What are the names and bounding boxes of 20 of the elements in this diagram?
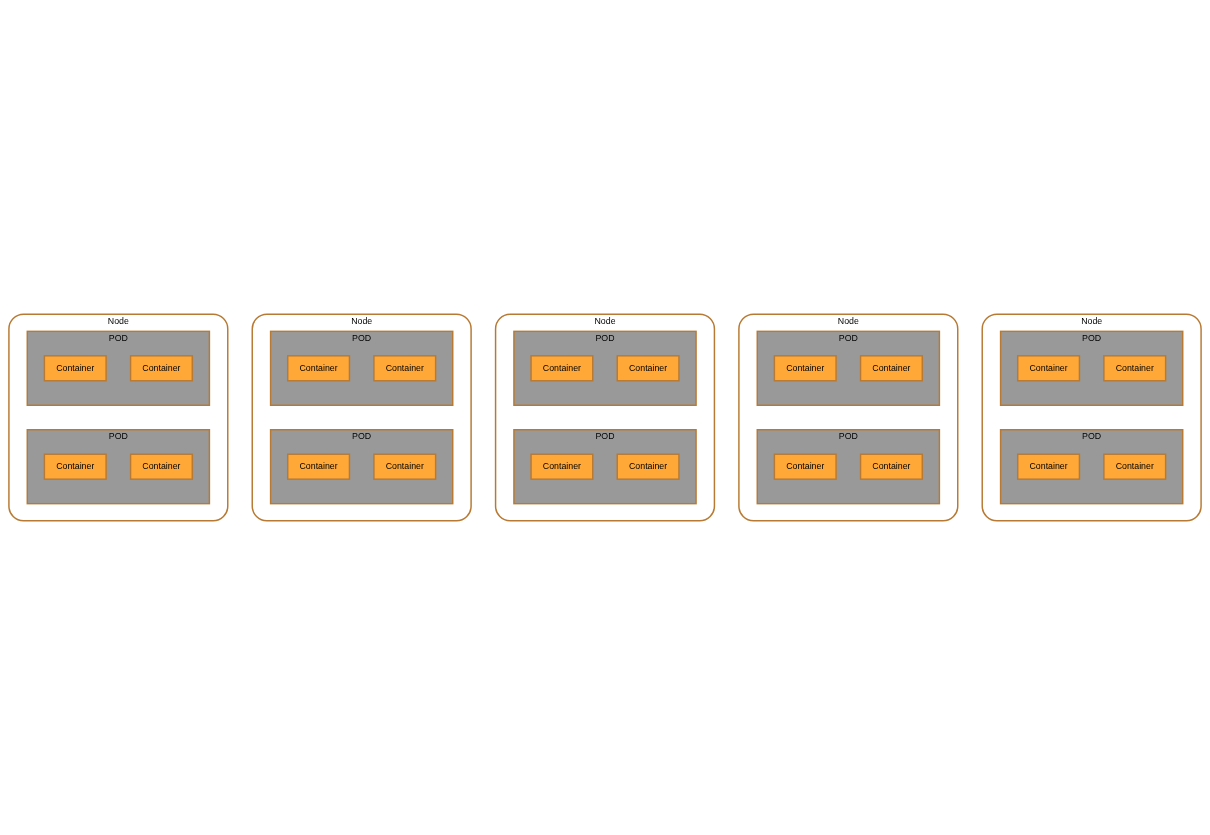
node-box: Container <box>859 355 923 382</box>
node-box: Container <box>373 453 437 480</box>
node-box: Container <box>773 355 837 382</box>
node-box: Container <box>773 453 837 480</box>
node-box: Container <box>129 453 193 480</box>
node-box: Container <box>373 355 437 382</box>
node-box: Container <box>43 453 107 480</box>
node-box: Container <box>1017 355 1081 382</box>
node-box: Container <box>616 453 680 480</box>
node-box: Container <box>530 355 594 382</box>
node-box: Container <box>1103 355 1167 382</box>
node-box: Container <box>616 355 680 382</box>
node-box: Container <box>129 355 193 382</box>
node-box: Container <box>1103 453 1167 480</box>
node-box: Container <box>1017 453 1081 480</box>
node-box: Container <box>530 453 594 480</box>
node-box: Container <box>43 355 107 382</box>
node-box: Container <box>287 453 351 480</box>
node-box: Container <box>287 355 351 382</box>
node-box: Container <box>859 453 923 480</box>
